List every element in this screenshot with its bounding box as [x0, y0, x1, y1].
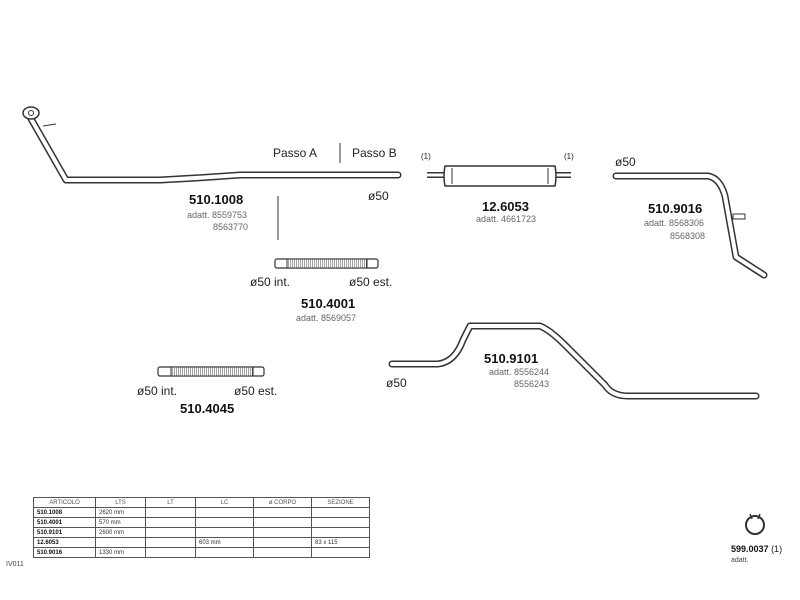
table-cell: 2600 mm: [95, 527, 146, 538]
note-label: (1): [421, 152, 431, 161]
pipe-510-9101: [388, 322, 760, 400]
table-cell: [95, 537, 146, 548]
table-cell: 2620 mm: [95, 507, 146, 518]
side-label: IV011: [6, 561, 24, 568]
table-cell: 12.6053: [33, 537, 96, 548]
col-header: SEZIONE: [311, 497, 370, 508]
table-cell: 510.1008: [33, 507, 96, 518]
part-number: 510.4045: [180, 401, 235, 416]
passo-b-label: Passo B: [352, 146, 397, 160]
table-row: 510.9016 1330 mm: [33, 547, 370, 558]
part-number: 510.9101: [484, 351, 539, 366]
pipe-510-9016: [612, 172, 768, 279]
clamp-ring-599-0037: [745, 513, 765, 535]
adatt-ref: 8563770: [213, 222, 249, 232]
passo-a-label: Passo A: [273, 146, 318, 160]
muffler-12-6053: [427, 165, 571, 187]
table-cell: [195, 527, 254, 538]
table-cell: [253, 517, 312, 528]
part-number: 599.0037: [731, 544, 769, 554]
table-cell: [311, 507, 370, 518]
dia50-int-label: ø50 int.: [137, 384, 178, 398]
adatt-ref: adatt. 8569057: [296, 313, 357, 323]
table-row: 510.9101 2600 mm: [33, 527, 370, 538]
flex-pipe-510-4045: [157, 366, 265, 377]
col-header: ARTICOLO: [33, 497, 96, 508]
part-number: 510.4001: [301, 296, 356, 311]
table-cell: 510.9101: [33, 527, 96, 538]
table-header-row: ARTICOLO LTS LT LC ø CORPO SEZIONE: [33, 497, 370, 508]
table-cell: [195, 517, 254, 528]
dia50-label: ø50: [368, 189, 389, 203]
table-cell: [253, 537, 312, 548]
table-cell: [145, 547, 196, 558]
table-cell: 510.9016: [33, 547, 96, 558]
adatt-ref: 8568308: [670, 231, 706, 241]
flex-pipe-510-4001: [274, 258, 379, 269]
table-cell: [195, 507, 254, 518]
table-cell: 603 mm: [195, 537, 254, 548]
note-label: (1): [771, 544, 783, 554]
table-cell: 510.4001: [33, 517, 96, 528]
dia50-est-label: ø50 est.: [349, 275, 393, 289]
dia50-label: ø50: [386, 376, 407, 390]
dia50-label: ø50: [615, 155, 636, 169]
table-cell: [253, 507, 312, 518]
dia50-est-label: ø50 est.: [234, 384, 278, 398]
table-cell: [145, 537, 196, 548]
note-label: (1): [564, 152, 574, 161]
dia50-int-label: ø50 int.: [250, 275, 291, 289]
clamp-part-label: 599.0037 (1): [731, 545, 782, 554]
pipe-510-1008: [22, 106, 402, 184]
col-header: LT: [145, 497, 196, 508]
col-header: LTS: [95, 497, 146, 508]
adatt-ref: adatt.: [731, 557, 749, 564]
table-row: 510.1008 2620 mm: [33, 507, 370, 518]
table-cell: 570 mm: [95, 517, 146, 528]
part-number: 510.1008: [189, 192, 244, 207]
adatt-ref: adatt. 8559753: [187, 210, 248, 220]
part-number: 12.6053: [482, 199, 529, 214]
adatt-ref: 8556243: [514, 379, 550, 389]
adatt-ref: adatt. 8568306: [644, 218, 705, 228]
table-cell: [145, 527, 196, 538]
table-cell: [311, 547, 370, 558]
table-cell: [145, 517, 196, 528]
adatt-ref: adatt. 4661723: [476, 214, 537, 224]
table-cell: [311, 517, 370, 528]
table-cell: [253, 527, 312, 538]
table-row: 12.6053 603 mm 83 x 115: [33, 537, 370, 548]
adatt-ref: adatt. 8556244: [489, 367, 550, 377]
col-header: LC: [195, 497, 254, 508]
spec-table: ARTICOLO LTS LT LC ø CORPO SEZIONE 510.1…: [33, 497, 370, 558]
part-number: 510.9016: [648, 201, 703, 216]
table-cell: [195, 547, 254, 558]
table-cell: 1330 mm: [95, 547, 146, 558]
table-cell: [253, 547, 312, 558]
table-cell: [311, 527, 370, 538]
table-row: 510.4001 570 mm: [33, 517, 370, 528]
col-header: ø CORPO: [253, 497, 312, 508]
table-cell: [145, 507, 196, 518]
table-cell: 83 x 115: [311, 537, 370, 548]
